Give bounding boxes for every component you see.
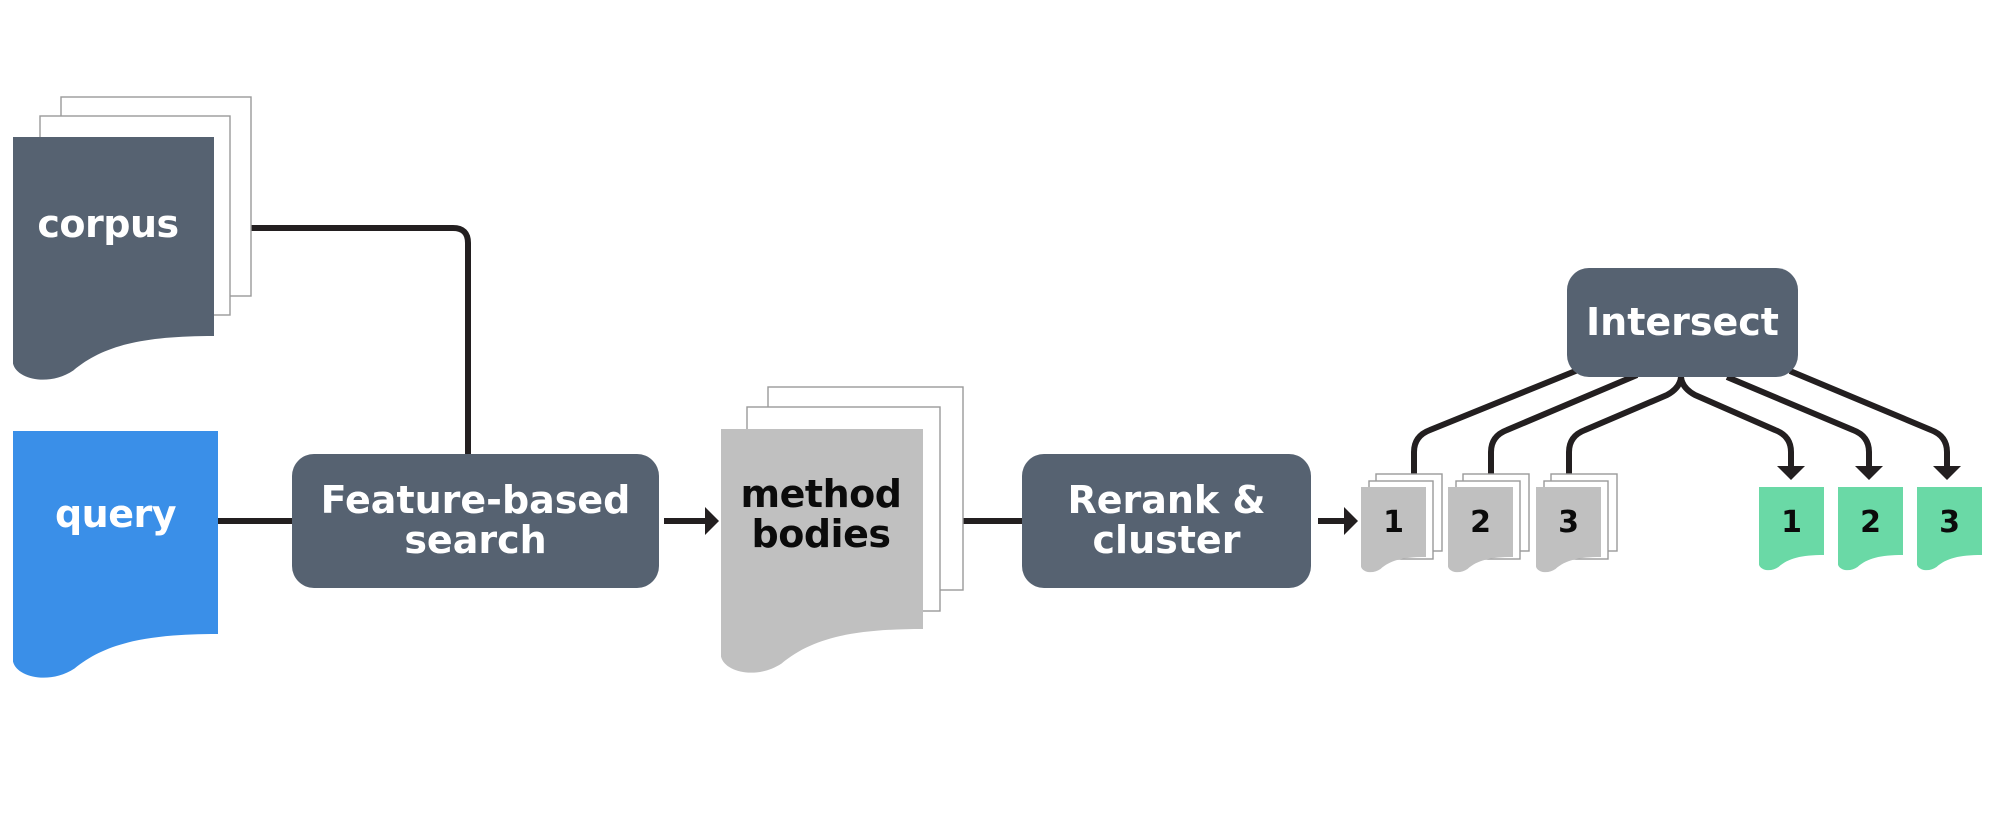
arrow-head-icon — [705, 507, 719, 535]
output-label: 2 — [1860, 505, 1881, 541]
intersect-to-output-2-connector — [1725, 374, 1872, 466]
cluster-3-to-intersect-connector — [1566, 376, 1684, 474]
feature-search-box — [292, 454, 659, 588]
feature-search-label: Feature-based search — [320, 478, 631, 562]
output-document-icon — [1838, 487, 1903, 571]
cluster-document-icon — [1536, 487, 1601, 573]
output-document-icon — [1759, 487, 1824, 571]
cluster-2-to-intersect-connector — [1488, 372, 1639, 474]
rerank-cluster-label: Rerank & cluster — [1067, 478, 1266, 562]
intersect-to-output-1-connector — [1678, 376, 1794, 466]
corpus-to-search-connector — [251, 225, 471, 454]
intersect-to-output-3-connector — [1788, 368, 1950, 466]
query-document-icon — [13, 431, 218, 678]
corpus-label: corpus — [37, 202, 179, 247]
method-bodies-document-icon — [721, 429, 923, 673]
cluster-document-icon — [1448, 487, 1513, 573]
rerank-cluster-box — [1022, 454, 1311, 588]
cluster-label: 1 — [1383, 505, 1404, 541]
corpus-document-icon — [13, 137, 214, 380]
output-label: 3 — [1939, 505, 1960, 541]
cluster-1-to-intersect-connector — [1411, 367, 1580, 474]
intersect-box — [1567, 268, 1798, 377]
output-label: 1 — [1781, 505, 1802, 541]
arrow-head-icon — [1777, 466, 1805, 480]
cluster-label: 2 — [1470, 505, 1491, 541]
arrow-head-icon — [1855, 466, 1883, 480]
cluster-document-icon — [1361, 487, 1426, 573]
query-label: query — [54, 492, 177, 537]
arrow-head-icon — [1933, 466, 1961, 480]
arrow-head-icon — [1344, 507, 1358, 535]
method-bodies-label: method bodies — [740, 472, 902, 556]
connectors-layer — [218, 225, 1961, 535]
output-document-icon — [1917, 487, 1982, 571]
shapes-layer — [13, 96, 1982, 678]
cluster-label: 3 — [1558, 505, 1579, 541]
intersect-label: Intersect — [1586, 299, 1779, 344]
